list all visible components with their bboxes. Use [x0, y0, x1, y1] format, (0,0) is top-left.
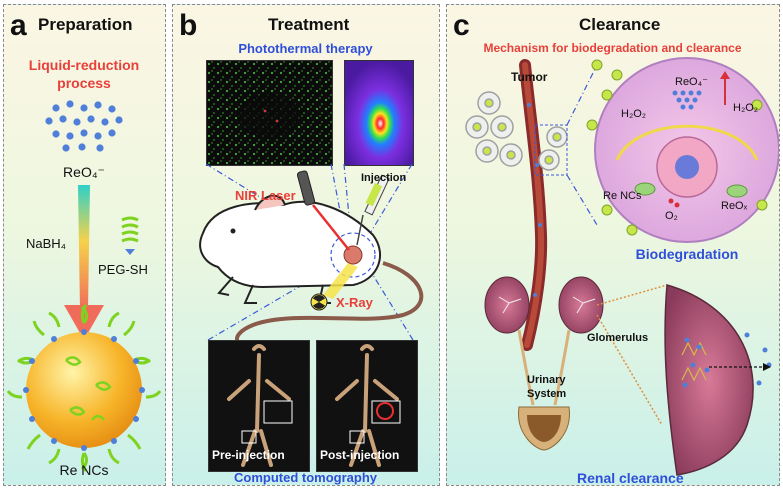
panel-a-preparation: a Preparation Liquid-reduction process [3, 4, 166, 486]
mechanism-label: Mechanism for biodegradation and clearan… [483, 41, 742, 55]
panel-b-title: Treatment [268, 15, 350, 34]
therapy-label: Photothermal therapy [238, 41, 373, 56]
xray-beam [323, 263, 358, 299]
mouse-ear [254, 194, 286, 211]
xray-label: X-Ray [336, 295, 373, 310]
fluorescence-image [206, 60, 333, 166]
mouse-tail [235, 261, 424, 350]
o2-label: O₂ [665, 210, 678, 222]
biodegradation-label: Biodegradation [635, 246, 739, 262]
cell-biodegradation [586, 57, 779, 243]
urinary-system-illustration [484, 276, 604, 451]
re-ncs-cell-label: Re NCs [603, 190, 642, 202]
panel-c-clearance: c Clearance Mechanism for biodegradation… [446, 4, 780, 486]
product-label: Re NCs [59, 462, 109, 478]
precursor-label: ReO₄⁻ [63, 164, 105, 180]
tumor-icon [343, 245, 363, 265]
panel-a-letter: a [10, 9, 27, 42]
tumor-cells [465, 91, 568, 171]
laser-pen-icon [296, 170, 350, 251]
ligand-label: PEG-SH [98, 262, 148, 277]
panel-c-title: Clearance [579, 15, 661, 34]
preparation-graphic [6, 100, 162, 472]
thermal-image [344, 60, 414, 166]
clearance-graphic [465, 57, 779, 476]
reo4-ion-cluster [45, 100, 123, 152]
ct-title: Computed tomography [234, 470, 377, 485]
urinary-label-line1: Urinary [527, 374, 566, 386]
re-ncs-particle [6, 304, 162, 472]
radiation-icon [310, 293, 328, 311]
injection-label: Injection [361, 172, 407, 184]
panel-b-letter: b [179, 9, 198, 42]
mouse-illustration [199, 163, 424, 350]
reo4-label: ReO₄⁻ [675, 76, 708, 88]
laser-label: NIR Laser [235, 188, 296, 203]
h2o2-left-label: H₂O₂ [621, 108, 647, 120]
ct-pre-label: Pre-injection [212, 448, 285, 462]
tumor-label: Tumor [511, 70, 548, 84]
syringe-icon [356, 174, 390, 246]
h2o2-right-label: H₂O₂ [733, 102, 759, 114]
panel-a-title: Preparation [38, 15, 133, 34]
process-label-line1: Liquid-reduction [28, 57, 140, 73]
ct-post-label: Post-injection [320, 448, 400, 462]
reductant-label: NaBH₄ [26, 236, 66, 251]
urinary-label-line2: System [527, 388, 567, 400]
mouse-body [199, 200, 382, 289]
panel-b-treatment: b Treatment Photothermal therapy [172, 4, 440, 486]
glomerulus-label: Glomerulus [587, 332, 649, 344]
renal-clearance-label: Renal clearance [577, 470, 684, 486]
mouse-eye [230, 228, 236, 234]
peg-sh-icon [121, 216, 139, 255]
glomerulus-cross-section [664, 284, 772, 476]
ct-post-image: Post-injection [316, 340, 418, 472]
reox-label: ReOₓ [721, 200, 748, 212]
panel-c-letter: c [453, 9, 470, 42]
ct-pre-image: Pre-injection [208, 340, 310, 472]
tumor-zoom-circle [330, 232, 376, 278]
process-label-line2: process [57, 75, 111, 91]
